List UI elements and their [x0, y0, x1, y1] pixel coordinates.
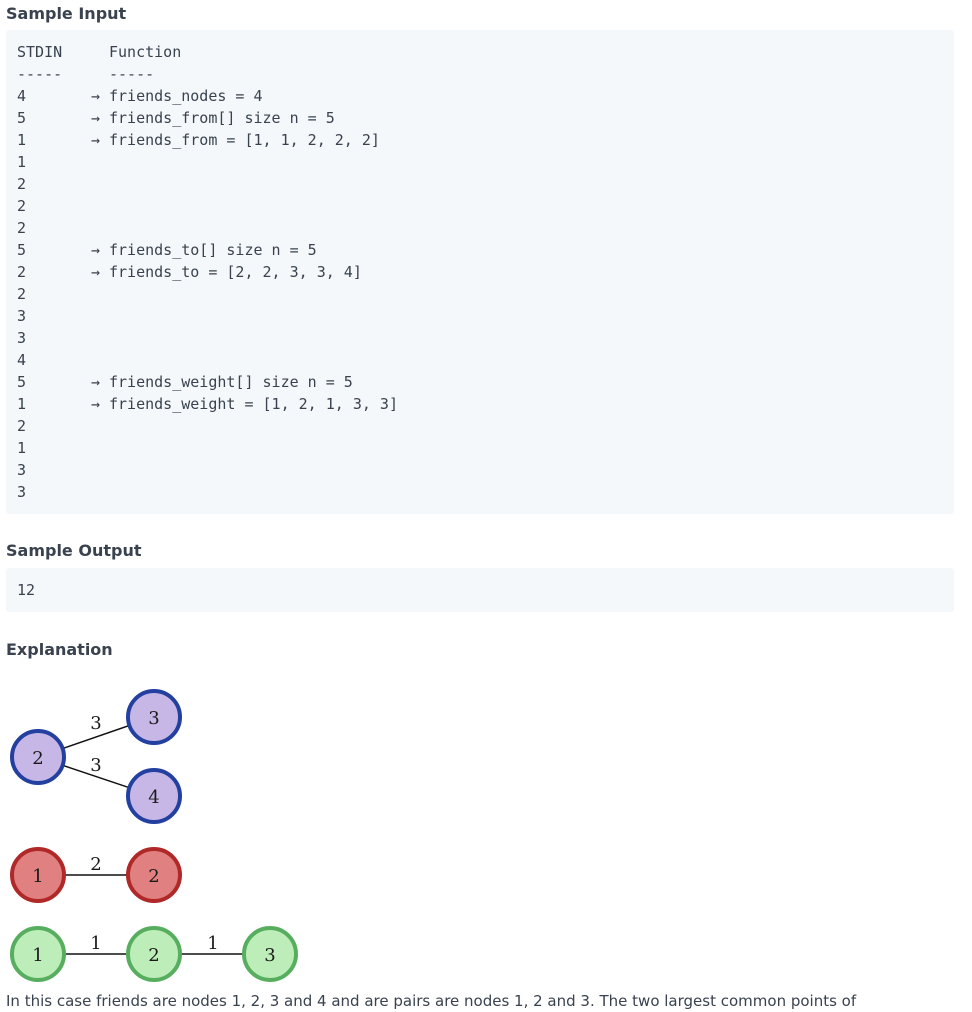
stdin-value: 1: [17, 153, 27, 171]
explanation-graph-diagram: 3 3 2 1 1 2 3 4 1 2 1 2 3: [6, 685, 304, 987]
edge-weight-label: 3: [90, 755, 101, 776]
graph-edge: [62, 764, 130, 789]
stdin-value: 2: [17, 175, 27, 193]
node-label: 3: [148, 708, 159, 729]
node-label: 1: [32, 945, 43, 966]
arrow-icon: →: [91, 373, 101, 391]
stdin-value: 2: [17, 417, 27, 435]
function-text: friends_from = [1, 1, 2, 2, 2]: [109, 131, 380, 149]
node-label: 3: [264, 945, 275, 966]
graph-node-green: [126, 926, 182, 982]
stdin-value: 5: [17, 109, 27, 127]
stdin-value: 2: [17, 219, 27, 237]
function-text: Function: [109, 43, 182, 61]
sample-output-value: 12: [17, 581, 36, 599]
graph-node-green: [242, 926, 298, 982]
stdin-value: 3: [17, 483, 27, 501]
stdin-value: 1: [17, 395, 27, 413]
stdin-value: 3: [17, 329, 27, 347]
stdin-value: 2: [17, 285, 27, 303]
function-text: friends_to = [2, 2, 3, 3, 4]: [109, 263, 362, 281]
stdin-value: 3: [17, 307, 27, 325]
graph-node-blue: [126, 768, 182, 824]
node-label: 2: [148, 945, 159, 966]
explanation-paragraph: In this case friends are nodes 1, 2, 3 a…: [6, 992, 857, 1010]
stdin-value: 5: [17, 373, 27, 391]
stdin-value: 4: [17, 87, 27, 105]
graph-node-red: [10, 847, 66, 903]
edge-weight-label: 1: [90, 933, 101, 954]
node-label: 1: [32, 866, 43, 887]
arrow-icon: →: [91, 395, 101, 413]
function-text: friends_from[] size n = 5: [109, 109, 335, 127]
stdin-value: -----: [17, 65, 63, 83]
sample-output-heading: Sample Output: [6, 541, 142, 560]
arrow-icon: →: [91, 241, 101, 259]
stdin-value: STDIN: [17, 43, 63, 61]
arrow-icon: →: [91, 109, 101, 127]
graph-edge: [62, 724, 130, 750]
stdin-value: 1: [17, 131, 27, 149]
edge-weight-label: 3: [90, 713, 101, 734]
graph-svg: 3 3 2 1 1 2 3 4 1 2 1 2 3: [10, 689, 298, 982]
arrow-icon: →: [91, 263, 101, 281]
node-label: 2: [32, 748, 43, 769]
sample-input-heading: Sample Input: [6, 4, 127, 23]
stdin-value: 5: [17, 241, 27, 259]
edge-weight-label: 1: [207, 933, 218, 954]
node-label: 2: [148, 866, 159, 887]
node-label: 4: [148, 787, 159, 808]
function-text: -----: [109, 65, 155, 83]
function-text: friends_to[] size n = 5: [109, 241, 317, 259]
stdin-value: 2: [17, 263, 27, 281]
function-text: friends_weight[] size n = 5: [109, 373, 353, 391]
graph-node-blue: [10, 729, 66, 785]
arrow-icon: →: [91, 87, 101, 105]
arrow-icon: →: [91, 131, 101, 149]
stdin-value: 1: [17, 439, 27, 457]
edge-weight-label: 2: [90, 854, 101, 875]
graph-node-blue: [126, 689, 182, 745]
graph-node-green: [10, 926, 66, 982]
stdin-value: 3: [17, 461, 27, 479]
sample-output-code-block: 12: [6, 568, 954, 612]
explanation-heading: Explanation: [6, 640, 113, 659]
stdin-value: 2: [17, 197, 27, 215]
graph-node-red: [126, 847, 182, 903]
function-text: friends_weight = [1, 2, 1, 3, 3]: [109, 395, 398, 413]
sample-input-code-block: STDIN Function ----- ----- 4 → friends_nodes =…: [6, 30, 954, 514]
function-text: friends_nodes = 4: [109, 87, 263, 105]
stdin-value: 4: [17, 351, 27, 369]
